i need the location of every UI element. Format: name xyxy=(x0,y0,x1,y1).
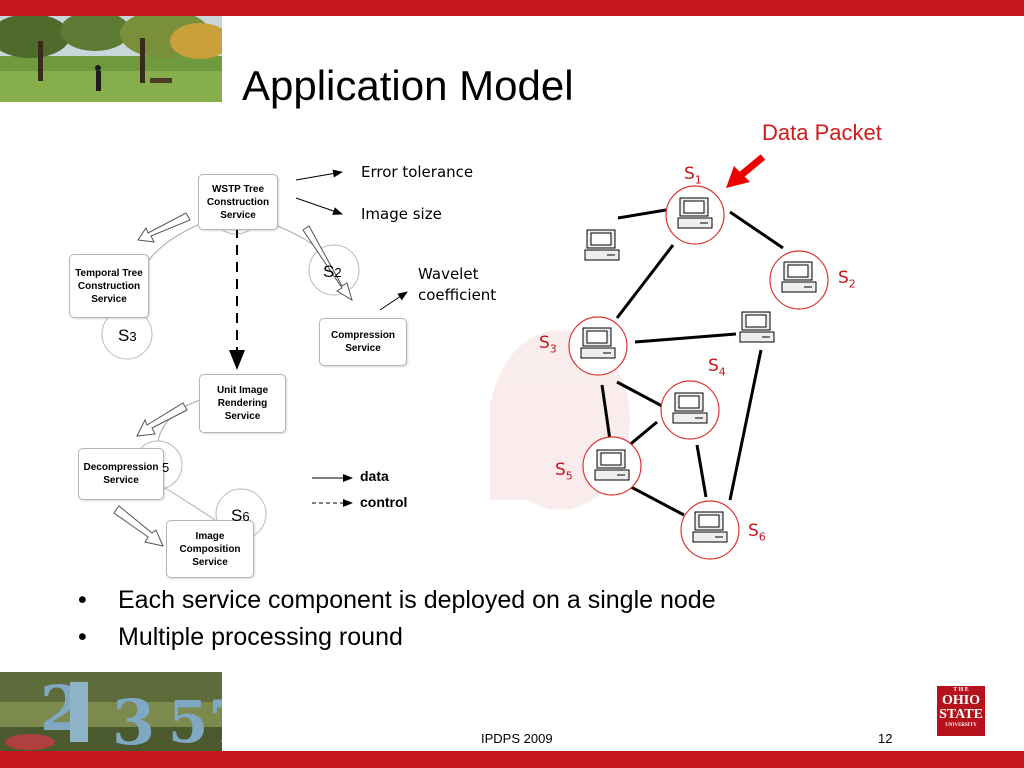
compression-service: Compression Service xyxy=(319,318,407,366)
arrow-error-tolerance xyxy=(295,169,343,181)
svg-text:57: 57 xyxy=(168,688,222,751)
wstp-tree-construction-service: WSTP Tree Construction Service xyxy=(198,174,278,230)
legend-control-label: control xyxy=(360,494,408,510)
hollow-arrow-to-compression xyxy=(302,225,353,302)
decompression-service: Decompression Service xyxy=(78,448,164,500)
computer-icon-s3 xyxy=(580,327,616,359)
hollow-arrow-to-temporal xyxy=(137,212,191,243)
temporal-tree-construction-service: Temporal Tree Construction Service xyxy=(69,254,149,318)
footer-conference: IPDPS 2009 xyxy=(481,731,553,746)
bullet-item: •Multiple processing round xyxy=(78,623,403,651)
network-links xyxy=(600,208,784,517)
hollow-arrow-to-decomp xyxy=(136,402,188,437)
computer-icon-unassigned-2 xyxy=(739,311,775,343)
service-label-s5: 5 xyxy=(162,460,170,475)
data-packet-label: Data Packet xyxy=(762,120,882,145)
service-label-s3: S3 xyxy=(118,326,137,345)
top-red-bar xyxy=(0,0,1024,16)
network-label-s3: S3 xyxy=(539,333,557,356)
service-label-s2: S2 xyxy=(323,262,342,281)
computer-icon-s2 xyxy=(781,261,817,293)
footer-page-number: 12 xyxy=(878,731,893,746)
computer-icon-s1 xyxy=(677,197,713,229)
computer-icon-unassigned-1 xyxy=(584,229,620,261)
network-label-s1: S1 xyxy=(684,164,702,187)
image-size-label: Image size xyxy=(361,205,442,223)
wavelet-label: Wavelet xyxy=(418,265,479,283)
computer-icon-s4 xyxy=(672,392,708,424)
bullet-list: •Each service component is deployed on a… xyxy=(78,586,716,660)
network-label-s6: S6 xyxy=(748,521,766,544)
ohio-state-logo: T H E OHIO STATE UNIVERSITY xyxy=(937,686,985,736)
curve-decomp-comp xyxy=(164,487,216,521)
arrow-image-size xyxy=(295,197,343,215)
svg-text:3: 3 xyxy=(112,686,155,751)
network-label-s4: S4 xyxy=(708,356,726,379)
bottom-red-bar xyxy=(0,751,1024,768)
computer-icon-s6 xyxy=(692,511,728,543)
curve-unit-decomp xyxy=(157,399,201,442)
slide-title: Application Model xyxy=(242,62,574,109)
image-composition-service: Image Composition Service xyxy=(166,520,254,578)
coefficient-label: coefficient xyxy=(418,286,497,304)
data-packet-arrow-icon xyxy=(726,154,766,188)
park-photo xyxy=(0,16,222,102)
arrow-wavelet xyxy=(379,291,408,311)
network-label-s5: S5 xyxy=(555,460,573,483)
unit-image-rendering-service: Unit Image Rendering Service xyxy=(199,374,286,433)
error-tolerance-label: Error tolerance xyxy=(361,163,474,181)
network-label-s2: S2 xyxy=(838,268,856,291)
legend-data-label: data xyxy=(360,468,389,484)
bullet-item: •Each service component is deployed on a… xyxy=(78,586,716,614)
computer-icon-s5 xyxy=(594,449,630,481)
numbers-sculpture-photo: 2 3 57 xyxy=(0,672,222,751)
hollow-arrow-to-composition xyxy=(113,505,164,547)
service-label-s6: S6 xyxy=(231,506,250,525)
